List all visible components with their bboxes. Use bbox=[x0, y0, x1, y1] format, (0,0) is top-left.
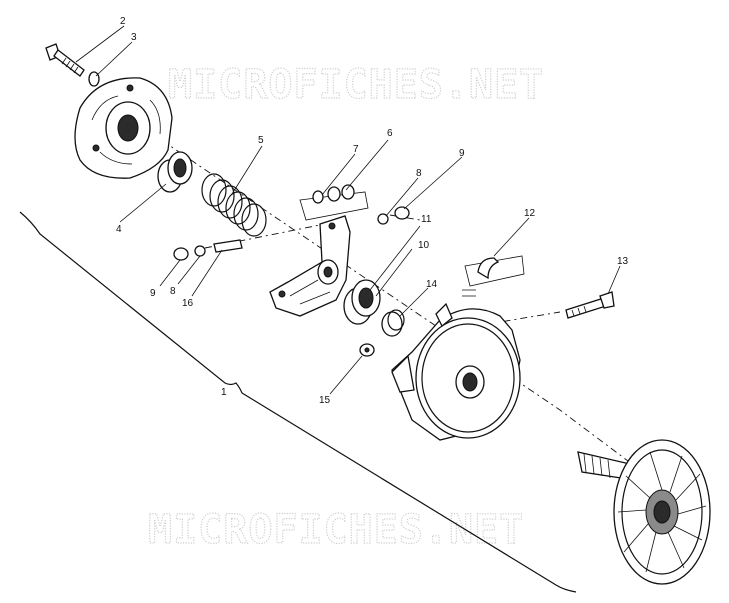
cover-plate bbox=[74, 77, 173, 179]
spring-part-5 bbox=[201, 173, 267, 237]
bushing-part-10-11 bbox=[343, 279, 381, 325]
callout-13: 13 bbox=[617, 256, 629, 267]
callout-11: 11 bbox=[421, 214, 432, 225]
leader-lines bbox=[75, 25, 621, 395]
insert-part-12 bbox=[462, 255, 525, 297]
callout-14: 14 bbox=[426, 279, 438, 290]
spider-arm bbox=[269, 215, 351, 317]
callout-8-right: 8 bbox=[416, 168, 422, 179]
callout-1: 1 bbox=[221, 387, 227, 398]
callout-16: 16 bbox=[182, 298, 194, 309]
callout-3: 3 bbox=[131, 32, 137, 43]
callout-6: 6 bbox=[387, 128, 393, 139]
rollers-part-6-7 bbox=[299, 184, 369, 221]
callout-10: 10 bbox=[418, 240, 430, 251]
button-washer-right bbox=[377, 206, 410, 225]
callout-12: 12 bbox=[524, 208, 536, 219]
callout-7: 7 bbox=[353, 144, 359, 155]
callout-9-left: 9 bbox=[150, 288, 156, 299]
watermark-top: MICROFICHES.NET bbox=[168, 62, 544, 108]
callout-8-left: 8 bbox=[170, 286, 176, 297]
fixed-sheave bbox=[577, 439, 711, 585]
assembly-bracket bbox=[19, 211, 577, 593]
ring-part-14 bbox=[381, 309, 405, 337]
callout-2: 2 bbox=[120, 16, 126, 27]
moveable-sheave bbox=[391, 302, 521, 441]
button-washer-left bbox=[173, 239, 243, 261]
bolt-part-2 bbox=[45, 43, 85, 77]
nut-part-15 bbox=[359, 343, 375, 357]
callout-15: 15 bbox=[319, 395, 331, 406]
callout-5: 5 bbox=[258, 135, 264, 146]
watermark-bottom: MICROFICHES.NET bbox=[148, 507, 524, 553]
bolt-part-13 bbox=[565, 291, 615, 319]
callout-labels: 1 2 3 4 5 6 7 8 9 9 8 16 10 11 12 13 14 … bbox=[116, 16, 629, 406]
callout-9-right: 9 bbox=[459, 148, 465, 159]
callout-4: 4 bbox=[116, 224, 122, 235]
bushing-part-4 bbox=[157, 151, 193, 193]
